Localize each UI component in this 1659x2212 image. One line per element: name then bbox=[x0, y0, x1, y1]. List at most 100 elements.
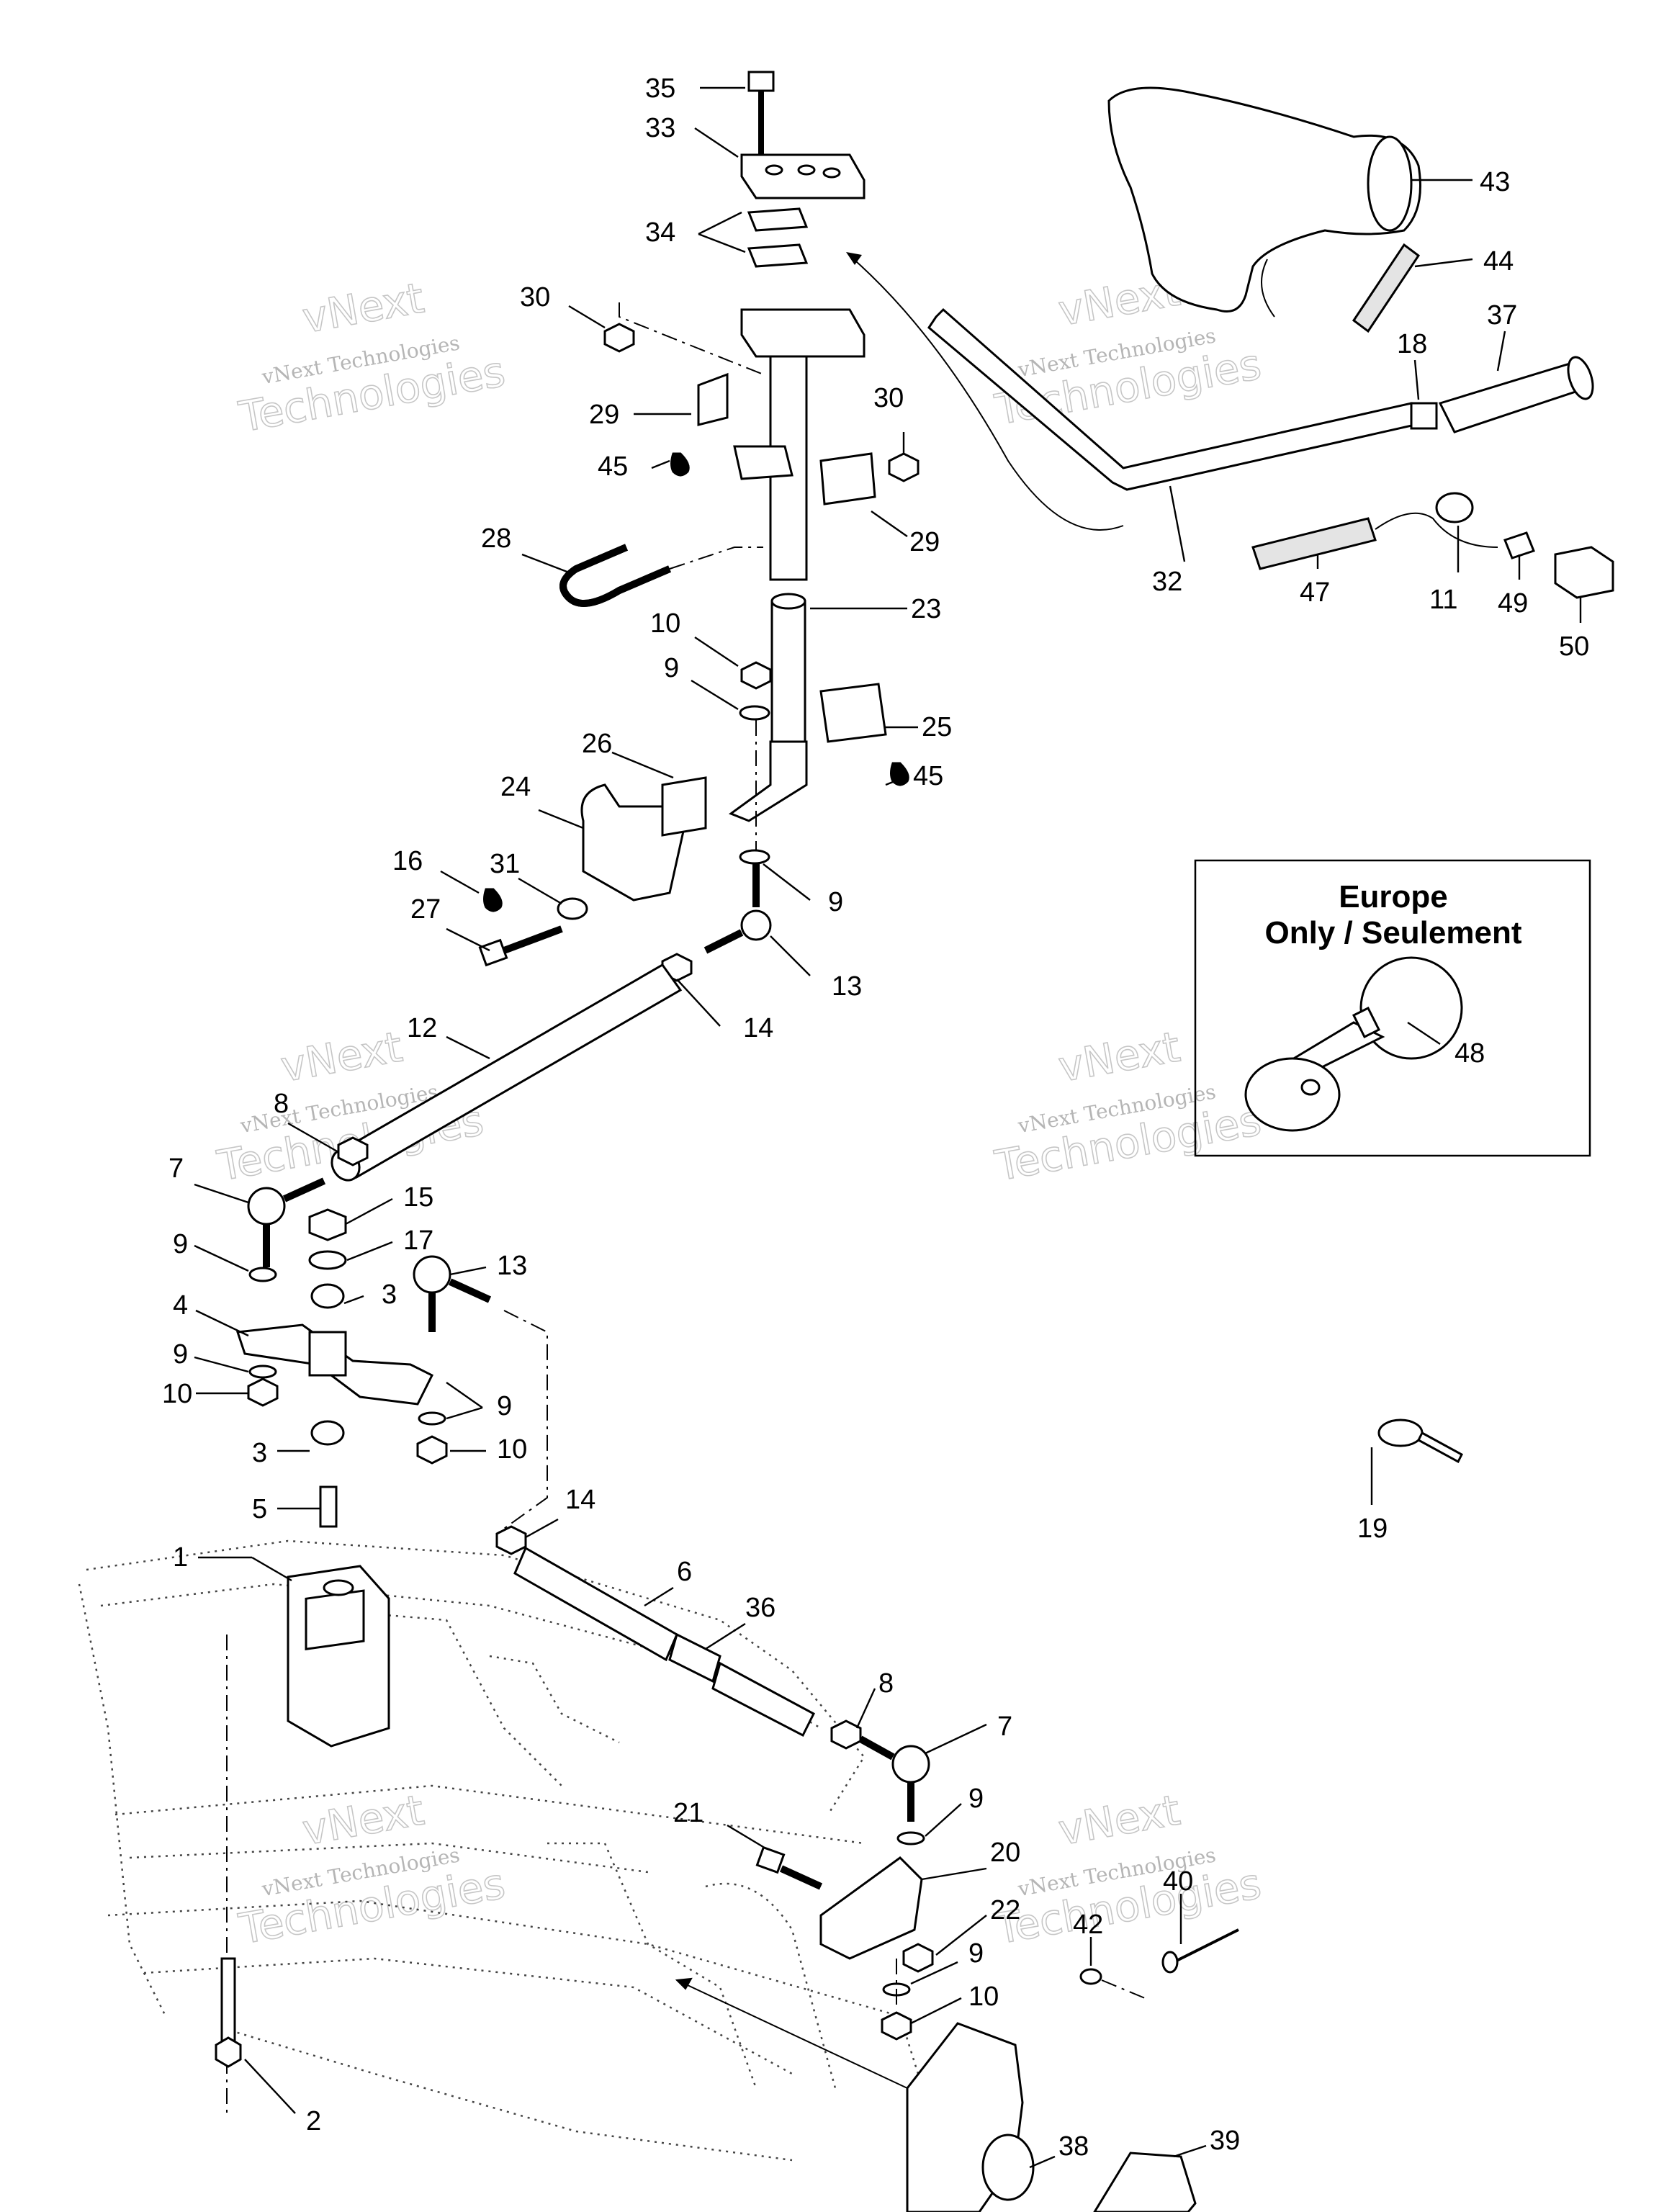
ski-leg-boss bbox=[981, 2134, 1035, 2201]
callout-3: 3 bbox=[382, 1280, 397, 1310]
arm-boss bbox=[308, 1331, 347, 1377]
callout-18: 18 bbox=[1397, 329, 1427, 359]
nut-30-left bbox=[603, 323, 635, 353]
lubricant-drop-icon bbox=[890, 762, 909, 786]
column-bracket bbox=[728, 740, 808, 822]
wire-tie-19 bbox=[1377, 1419, 1463, 1464]
callout-9-f: 9 bbox=[968, 1784, 984, 1814]
callout-48: 48 bbox=[1455, 1038, 1485, 1069]
watermark-big: vNext bbox=[1055, 1022, 1184, 1092]
nut-10 bbox=[247, 1377, 279, 1407]
callout-38: 38 bbox=[1058, 2131, 1089, 2162]
nut-22 bbox=[902, 1943, 934, 1973]
callout-23: 23 bbox=[911, 594, 941, 624]
inset-title-line1: Europe bbox=[1339, 879, 1448, 914]
bushing-29-right bbox=[819, 452, 876, 505]
bushing-26 bbox=[661, 776, 707, 837]
callout-36: 36 bbox=[745, 1593, 775, 1623]
connector-50 bbox=[1554, 546, 1614, 599]
washer-17 bbox=[308, 1250, 347, 1270]
grip-44 bbox=[1352, 243, 1421, 333]
nut-30-right bbox=[888, 452, 920, 482]
callout-27: 27 bbox=[410, 894, 441, 925]
callout-40: 40 bbox=[1163, 1866, 1193, 1897]
inset-title-line2: Only / Seulement bbox=[1265, 915, 1522, 950]
callout-6: 6 bbox=[677, 1557, 692, 1587]
watermark-big: vNext bbox=[1055, 1786, 1184, 1855]
leader-lines bbox=[194, 86, 1582, 2169]
callout-13: 13 bbox=[832, 971, 862, 1002]
spacer-5 bbox=[319, 1485, 338, 1528]
nut-15 bbox=[308, 1208, 347, 1241]
bushing-29-a bbox=[733, 445, 793, 480]
callout-9-g: 9 bbox=[968, 1938, 984, 1969]
callout-49: 49 bbox=[1498, 588, 1528, 619]
grip-37 bbox=[1438, 362, 1586, 433]
callout-30-right: 30 bbox=[873, 383, 904, 413]
wire-tie-11 bbox=[1435, 492, 1474, 523]
callout-22: 22 bbox=[990, 1895, 1020, 1925]
nut-8 bbox=[337, 1136, 369, 1166]
callout-9-c: 9 bbox=[173, 1229, 188, 1259]
tie-rod-lower bbox=[495, 1525, 930, 1845]
callout-14-b: 14 bbox=[565, 1485, 595, 1515]
callout-42: 42 bbox=[1073, 1910, 1103, 1940]
callout-8-b: 8 bbox=[878, 1668, 894, 1699]
callout-9-d: 9 bbox=[173, 1339, 188, 1370]
callout-21: 21 bbox=[673, 1798, 703, 1828]
callout-34: 34 bbox=[645, 217, 675, 248]
clamp-24 bbox=[580, 783, 685, 902]
ski-39 bbox=[1093, 2152, 1197, 2212]
tie-rod-upper bbox=[331, 864, 772, 1182]
callout-30: 30 bbox=[520, 282, 550, 313]
rivet-40 bbox=[1161, 1951, 1179, 1974]
callout-35: 35 bbox=[645, 73, 675, 104]
upper-clamp-33 bbox=[740, 153, 866, 199]
callout-24: 24 bbox=[500, 772, 531, 802]
callout-4: 4 bbox=[173, 1290, 188, 1321]
callout-9: 9 bbox=[664, 653, 679, 683]
tie-rod-6 bbox=[513, 1546, 678, 1662]
bolt-2-head bbox=[215, 2036, 242, 2068]
terminal-49 bbox=[1503, 531, 1535, 559]
column-support-1 bbox=[215, 1565, 390, 2117]
callout-1: 1 bbox=[173, 1542, 188, 1573]
lubricant-drop-icon bbox=[670, 452, 690, 477]
nut-14-lower bbox=[495, 1525, 527, 1555]
clamp-assembly-24 bbox=[478, 776, 707, 967]
callout-28: 28 bbox=[481, 523, 511, 554]
bushing-34-top bbox=[747, 207, 809, 232]
inset-frame bbox=[1194, 859, 1591, 1157]
callout-37: 37 bbox=[1487, 300, 1517, 331]
callout-32: 32 bbox=[1152, 567, 1182, 597]
callout-7: 7 bbox=[168, 1154, 184, 1184]
nut-8-lower bbox=[830, 1719, 862, 1750]
watermark-big: vNext bbox=[299, 1786, 428, 1855]
callout-5: 5 bbox=[252, 1494, 267, 1524]
callout-10-d: 10 bbox=[968, 1982, 999, 2012]
spacer-18 bbox=[1410, 402, 1438, 430]
callout-11: 11 bbox=[1429, 585, 1457, 615]
callout-25: 25 bbox=[922, 712, 952, 742]
bushing-29-left bbox=[697, 372, 729, 426]
callout-9-b: 9 bbox=[828, 887, 843, 917]
callout-10: 10 bbox=[650, 608, 680, 639]
callout-45: 45 bbox=[598, 451, 628, 482]
callout-17: 17 bbox=[403, 1226, 433, 1256]
europe-only-inset: Europe Only / Seulement bbox=[1194, 859, 1591, 1157]
watermark-big: vNext bbox=[277, 1022, 406, 1092]
callout-19: 19 bbox=[1357, 1514, 1388, 1544]
handlebar-cover-43 bbox=[1107, 86, 1421, 313]
heating-element-47 bbox=[1251, 517, 1377, 570]
nut-10 bbox=[740, 661, 772, 690]
bolt-2-shaft bbox=[220, 1957, 236, 2046]
callout-14: 14 bbox=[743, 1013, 773, 1043]
ball-joint-7 bbox=[247, 1187, 286, 1226]
callout-2: 2 bbox=[306, 2106, 321, 2136]
washer-42 bbox=[1079, 1968, 1102, 1985]
ball-joint-7-lower bbox=[891, 1745, 930, 1784]
nut-10-right bbox=[416, 1435, 448, 1465]
callout-31: 31 bbox=[490, 849, 520, 879]
callout-15: 15 bbox=[403, 1182, 433, 1213]
